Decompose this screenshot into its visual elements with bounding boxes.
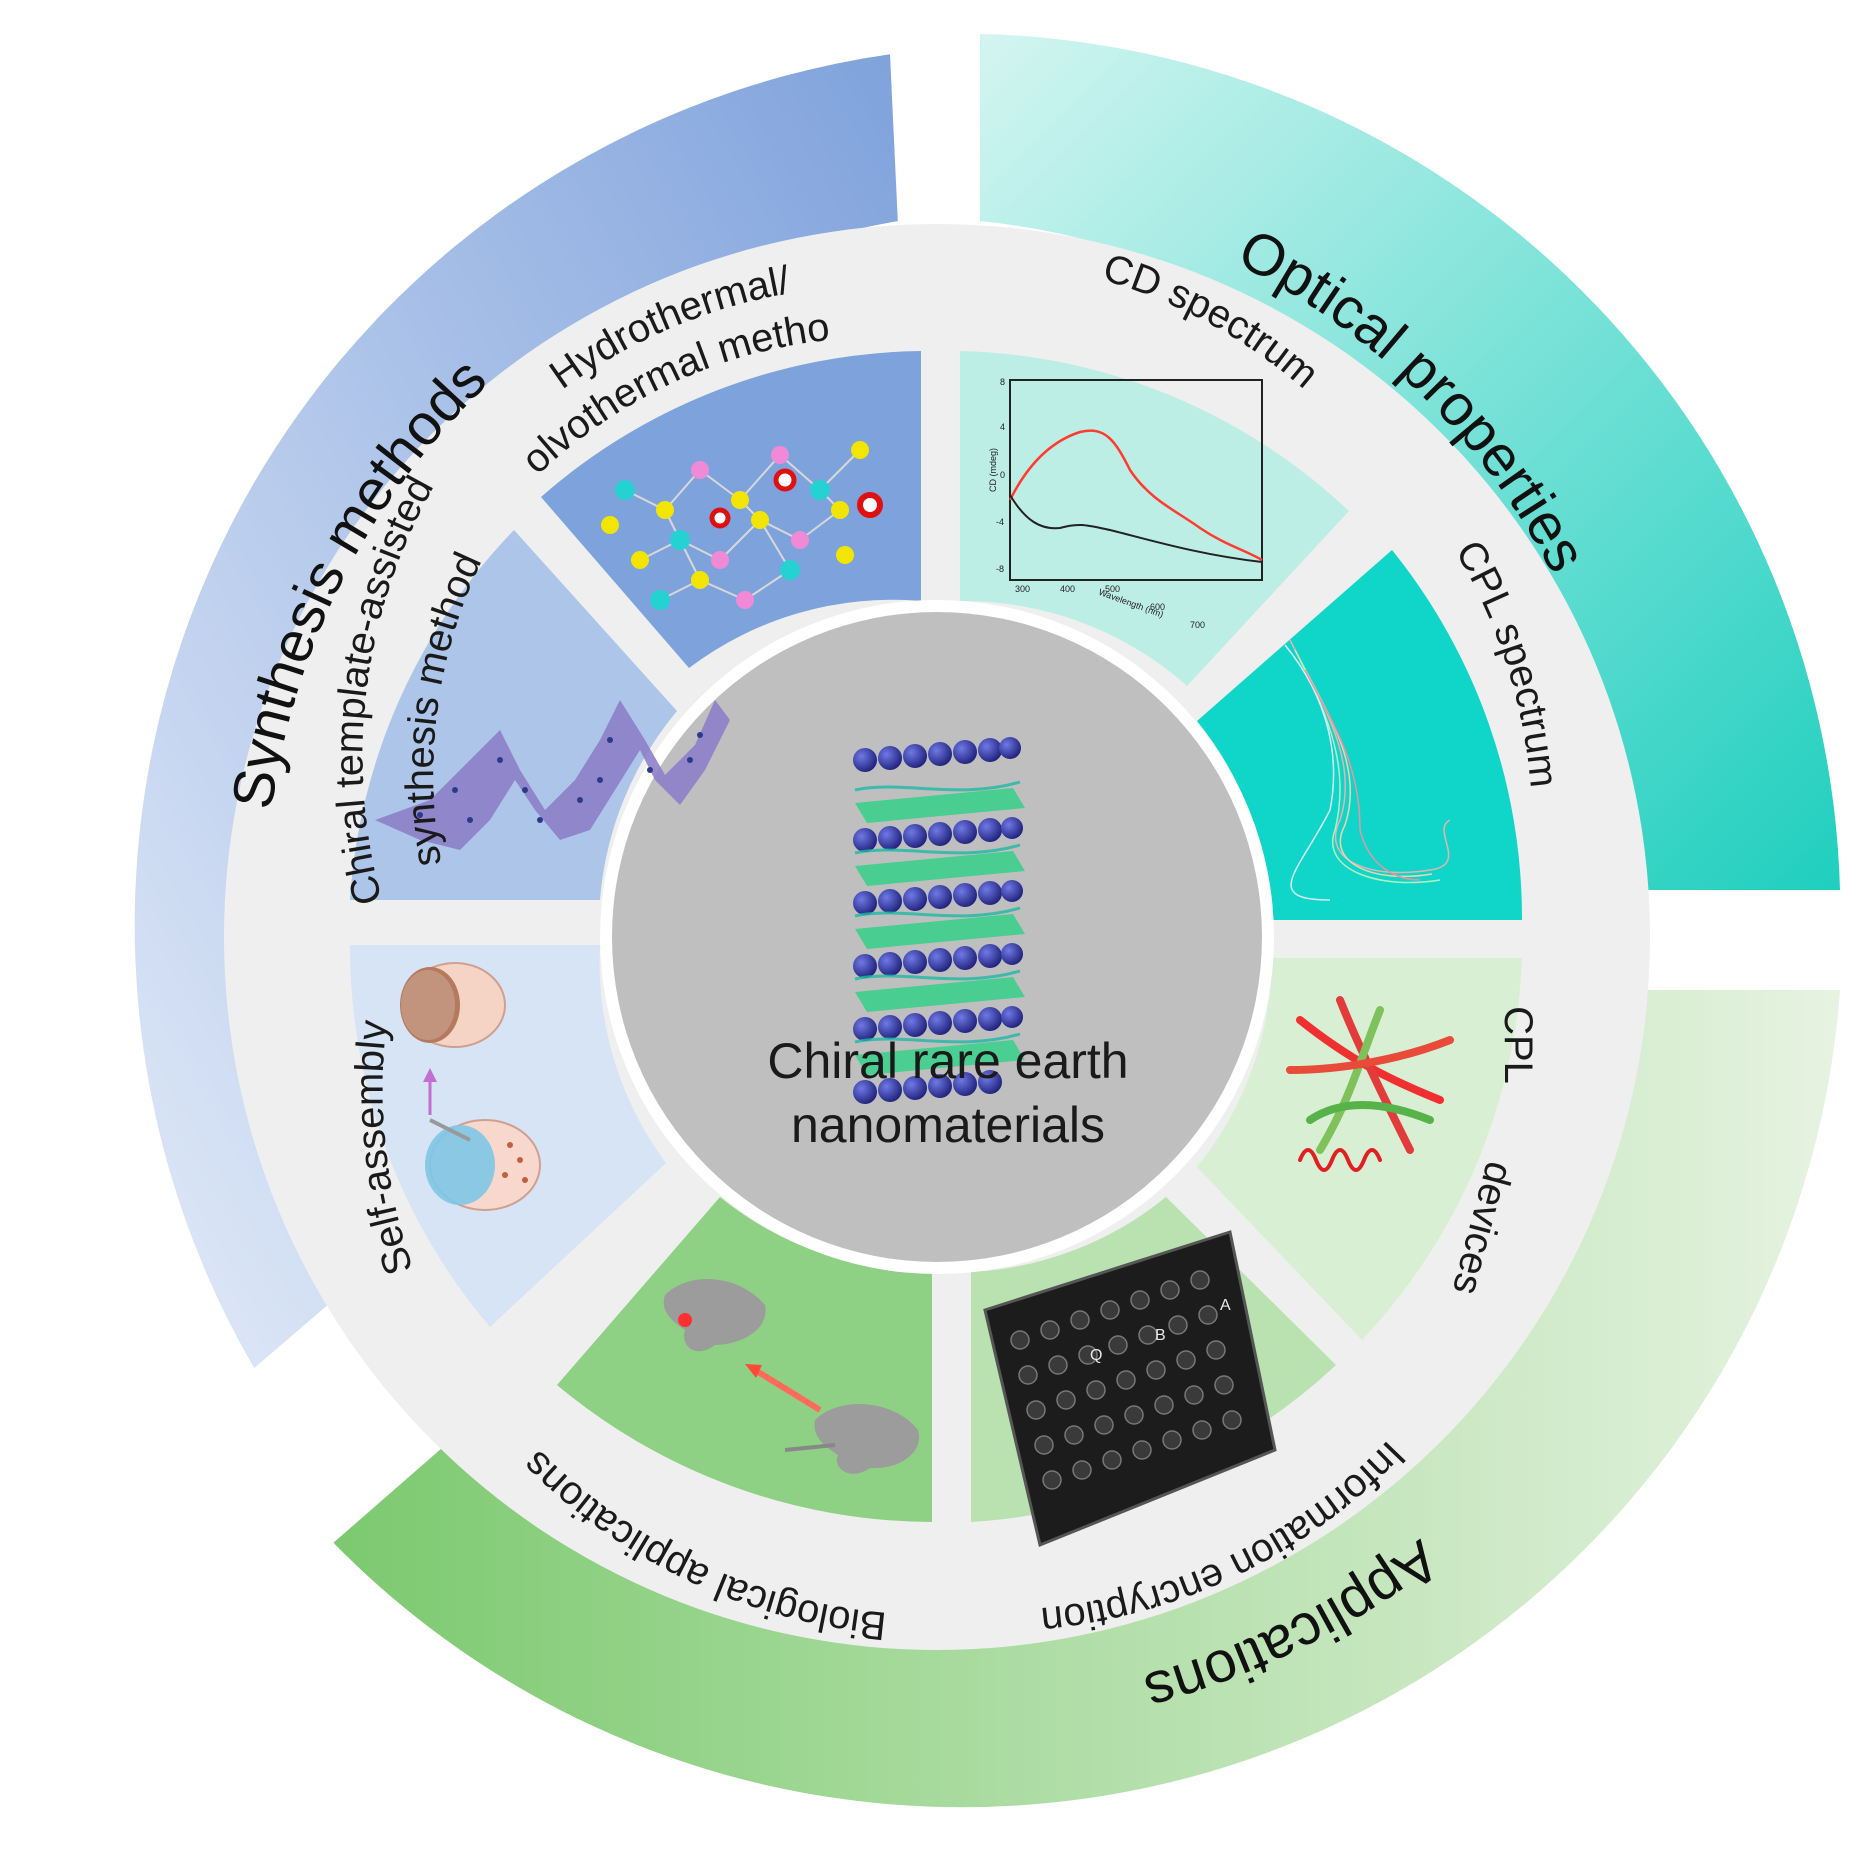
synthesis-methods-band (134, 54, 898, 1369)
cpl-spectrum-illustration (1284, 639, 1451, 901)
information-encryption-plate: Q B A (983, 1230, 1277, 1548)
cd-ytick-2: 0 (1000, 470, 1005, 480)
cd-ytick-0: 8 (1000, 377, 1005, 387)
cd-xtick-2: 500 (1105, 584, 1120, 594)
cpl-devices-panel (1197, 958, 1522, 1340)
mouse-top (663, 1278, 766, 1352)
cpl-devices-illustration (1286, 996, 1454, 1172)
self-assembly-illustration (400, 962, 541, 1211)
cd-series-red (1008, 429, 1263, 562)
center-title-line2: nanomaterials (791, 1097, 1105, 1153)
mouse-bottom (814, 1403, 920, 1474)
center-title-line1: Chiral rare earth (767, 1033, 1128, 1089)
optical-properties-band (980, 34, 1840, 890)
plate-letter-b: B (1155, 1327, 1166, 1344)
hydrothermal-panel (541, 351, 921, 668)
nanostructure-stack-illustration (853, 737, 1025, 1104)
cd-xtick-1: 400 (1060, 584, 1075, 594)
cd-ylabel: CD (mdeg) (988, 448, 998, 492)
cd-xtick-3: 600 (1150, 602, 1165, 612)
plate-letter-a: A (1220, 1297, 1231, 1314)
injection-arrow (753, 1367, 822, 1413)
biological-mice-illustration (663, 1278, 920, 1474)
cd-ytick-3: -4 (996, 517, 1004, 527)
section-label-cpl-devices-1: CPL (1496, 1006, 1540, 1084)
cd-ytick-4: -8 (996, 564, 1004, 574)
cd-spectrum-panel (960, 351, 1349, 686)
cd-xtick-4: 700 (1190, 620, 1205, 630)
plate-letter-q: Q (1090, 1347, 1102, 1364)
cpl-spectrum-panel (1197, 550, 1523, 920)
cd-xtick-0: 300 (1015, 584, 1030, 594)
crystal-lattice-illustration (601, 441, 883, 610)
cd-series-black (1009, 494, 1263, 563)
helix-ribbon-illustration (375, 700, 730, 850)
cd-ytick-1: 4 (1000, 422, 1005, 432)
cd-chart-frame (1009, 379, 1263, 581)
